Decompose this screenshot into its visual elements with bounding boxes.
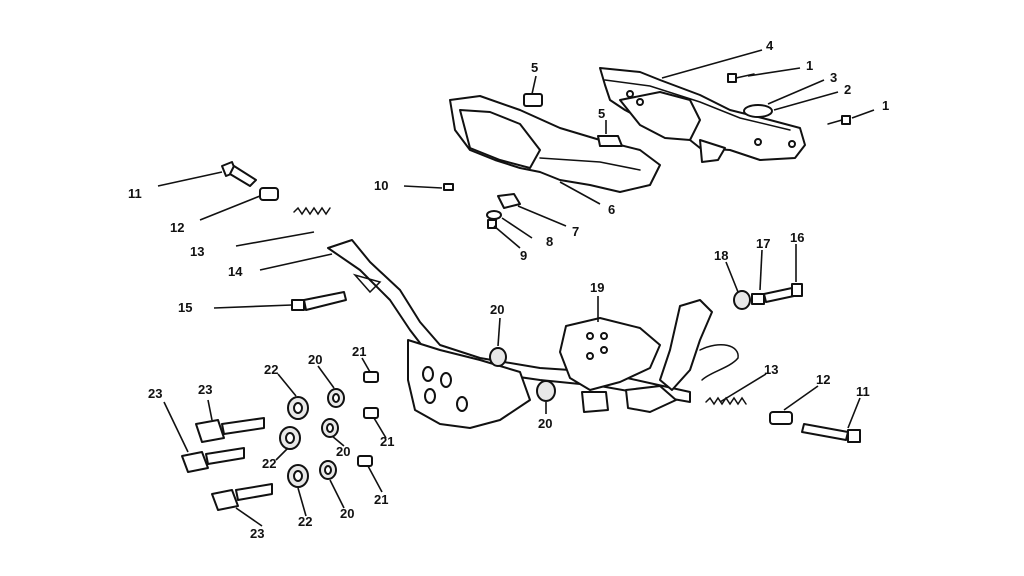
part-21-collar-1 [363, 371, 379, 383]
callout-2: 2 [844, 82, 851, 97]
callout-21-a: 21 [352, 344, 366, 359]
callout-14: 14 [228, 264, 243, 279]
callout-15: 15 [178, 300, 192, 315]
callout-13-a: 13 [190, 244, 204, 259]
callout-20-b: 20 [538, 416, 552, 431]
callout-8: 8 [546, 234, 553, 249]
callout-20-e: 20 [340, 506, 354, 521]
part-1-screw-a [727, 73, 755, 83]
part-22-washer-2 [279, 426, 301, 450]
part-22-washer-3 [287, 464, 309, 488]
part-5-clip-b [597, 135, 623, 147]
part-12-sleeve-lower [769, 411, 793, 425]
part-2-cap [743, 104, 773, 118]
callout-1-b: 1 [882, 98, 889, 113]
part-13-spring-upper [293, 206, 331, 216]
callout-22-a: 22 [264, 362, 278, 377]
part-6-cover [449, 95, 661, 193]
part-5-clip-a [523, 93, 543, 107]
part-21-collar-2 [363, 407, 379, 419]
callout-13-b: 13 [764, 362, 778, 377]
part-20-spacer-3 [319, 460, 337, 480]
callout-7: 7 [572, 224, 579, 239]
part-23-bolt-2 [181, 447, 245, 473]
part-15-bolt [291, 291, 347, 311]
part-8-washer [486, 210, 502, 220]
callout-19: 19 [590, 280, 604, 295]
part-22-washer-1 [287, 396, 309, 420]
part-20-spacer-clamp [536, 380, 556, 402]
callout-23-c: 23 [250, 526, 264, 541]
callout-11-b: 11 [856, 384, 870, 399]
callout-23-a: 23 [198, 382, 212, 397]
callout-6: 6 [608, 202, 615, 217]
part-10-screw [443, 183, 454, 191]
callout-22-b: 22 [262, 456, 276, 471]
part-23-bolt-3 [211, 483, 273, 511]
callout-labels: 1 1 2 3 4 5 5 6 7 8 9 10 11 11 12 12 13 … [128, 38, 889, 541]
leader-lines [157, 49, 875, 527]
callout-20-a: 20 [490, 302, 504, 317]
part-20-spacer-2 [321, 418, 339, 438]
callout-5-a: 5 [531, 60, 538, 75]
part-9-bolt [487, 219, 497, 229]
callout-17: 17 [756, 236, 770, 251]
part-1-screw-b [827, 115, 851, 125]
callout-18: 18 [714, 248, 728, 263]
callout-16: 16 [790, 230, 804, 245]
callout-20-c: 20 [308, 352, 322, 367]
part-21-collar-3 [357, 455, 373, 467]
part-19-stem-bracket [559, 299, 739, 413]
handlebar-clamp [407, 339, 531, 429]
callout-22-c: 22 [298, 514, 312, 529]
part-11-bolt-lower [801, 423, 861, 443]
part-4-bracket [599, 67, 806, 163]
callout-12-b: 12 [816, 372, 830, 387]
callout-9: 9 [520, 248, 527, 263]
part-20-spacer-1 [327, 388, 345, 408]
callout-4: 4 [766, 38, 774, 53]
callout-11-a: 11 [128, 186, 142, 201]
callout-3: 3 [830, 70, 837, 85]
callout-21-c: 21 [374, 492, 388, 507]
part-7-nut-plate [497, 193, 521, 209]
part-23-bolt-1 [195, 417, 265, 443]
callout-23-b: 23 [148, 386, 162, 401]
callout-5-b: 5 [598, 106, 605, 121]
part-12-sleeve-upper [259, 187, 279, 201]
part-11-bolt-upper [221, 161, 257, 187]
callout-12-a: 12 [170, 220, 184, 235]
part-16-17-18-bolt-set [733, 283, 803, 310]
callout-20-d: 20 [336, 444, 350, 459]
callout-10: 10 [374, 178, 388, 193]
part-20-spacer-top [489, 347, 507, 367]
callout-21-b: 21 [380, 434, 394, 449]
callout-1-a: 1 [806, 58, 813, 73]
